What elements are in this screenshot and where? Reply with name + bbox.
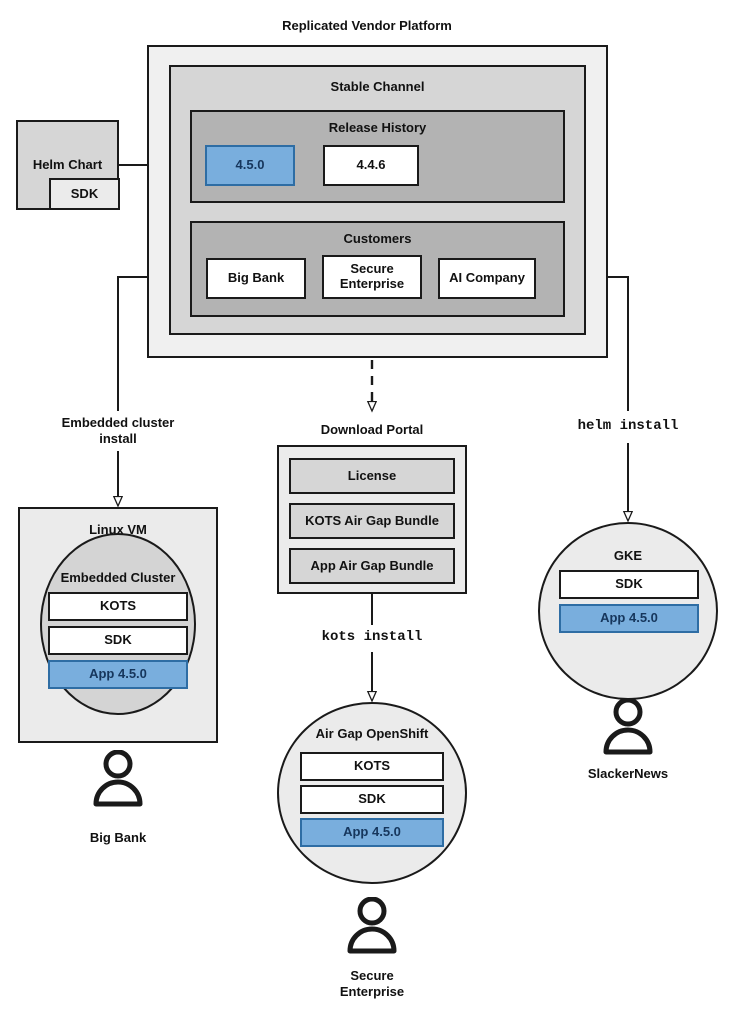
air-gap-openshift-label: Air Gap OpenShift [315,726,429,741]
portal-item-label: License [347,467,397,483]
actor-label-slackernews: SlackerNews [587,766,669,781]
portal-item-kots-air-gap-bundle[interactable]: KOTS Air Gap Bundle [289,503,455,539]
stable-channel-label: Stable Channel [330,79,425,94]
portal-item-label: App Air Gap Bundle [310,557,434,573]
component-label: SDK [104,632,132,648]
release-4-5-0[interactable]: 4.5.0 [205,145,295,186]
release-version-label: 4.5.0 [235,157,265,173]
page-title: Replicated Vendor Platform [282,18,452,33]
release-history-label: Release History [328,120,427,135]
edge-label-helm-install: helm install [577,418,679,434]
component-label: KOTS [353,758,391,774]
edge-label-line2: install [99,430,137,446]
sdk-label: SDK [70,185,99,201]
gke-component-sdk[interactable]: SDK [559,570,699,599]
release-version-label: 4.4.6 [356,157,386,173]
portal-item-license[interactable]: License [289,458,455,494]
actor-label-line2: Enterprise [339,983,405,999]
actor-label-line1: Secure [350,968,394,983]
component-label: App 4.5.0 [343,824,401,840]
portal-item-label: KOTS Air Gap Bundle [305,512,439,528]
gke-label: GKE [613,548,643,563]
component-label: SDK [358,791,386,807]
gke-component-app[interactable]: App 4.5.0 [559,604,699,633]
component-label: App 4.5.0 [600,610,658,626]
release-4-4-6[interactable]: 4.4.6 [323,145,419,186]
avatar-slackernews [603,698,653,755]
linux-vm-label: Linux VM [89,522,147,537]
customer-ai-company[interactable]: AI Company [438,258,536,299]
customer-name-label: Big Bank [227,270,285,286]
customer-name-line1: Secure [350,261,394,277]
component-label: App 4.5.0 [89,666,147,682]
customer-big-bank[interactable]: Big Bank [206,258,306,299]
download-portal-label: Download Portal [320,422,424,437]
avatar-secure-enterprise [347,897,397,954]
openshift-component-sdk[interactable]: SDK [300,785,444,814]
linuxvm-component-kots[interactable]: KOTS [48,592,188,621]
linuxvm-component-app[interactable]: App 4.5.0 [48,660,188,689]
actor-label-big-bank: Big Bank [89,830,147,845]
openshift-component-app[interactable]: App 4.5.0 [300,818,444,847]
component-label: SDK [615,576,643,592]
edge-label-kots-install: kots install [321,629,423,645]
edge-label-line1: Embedded cluster [61,415,175,430]
avatar-big-bank [93,750,143,807]
helm-chart-label: Helm Chart [32,157,103,172]
actor-label-secure-enterprise: Secure Enterprise [312,968,432,999]
embedded-cluster-label: Embedded Cluster [60,570,176,585]
customers-label: Customers [343,231,412,246]
portal-item-app-air-gap-bundle[interactable]: App Air Gap Bundle [289,548,455,584]
edge-label-embedded-cluster-install: Embedded cluster install [38,415,198,446]
customer-secure-enterprise[interactable]: Secure Enterprise [322,255,422,299]
linuxvm-component-sdk[interactable]: SDK [48,626,188,655]
openshift-component-kots[interactable]: KOTS [300,752,444,781]
customer-name-line2: Enterprise [339,276,405,291]
component-label: KOTS [99,598,137,614]
customer-name-label: AI Company [449,270,525,286]
helm-chart-sdk-box[interactable]: SDK [49,178,120,210]
